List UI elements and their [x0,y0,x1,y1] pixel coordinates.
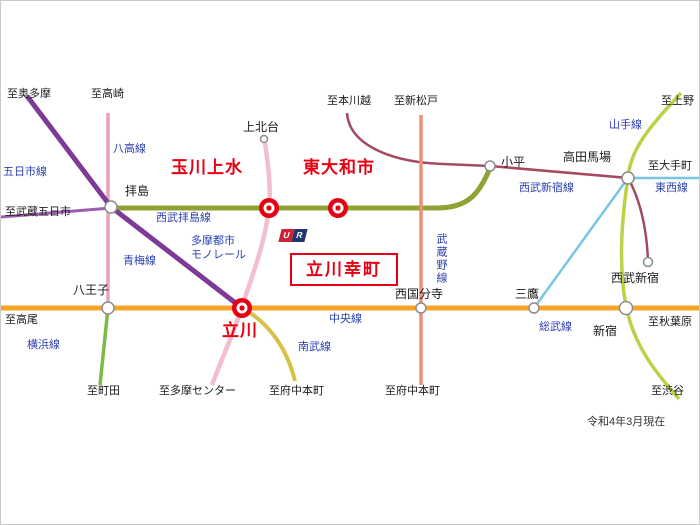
line-label-tozai: 東西線 [655,182,688,194]
tamagawajosui-station-marker [259,198,279,218]
nishikokubunji-station-marker [415,302,427,314]
line-label-sobu: 総武線 [539,321,572,333]
kamikitadai-station-marker [259,134,269,144]
major-station-tachikawa: 立川 [222,321,258,340]
shinjuku-station-marker [618,300,634,316]
dest-takasaki: 至高崎 [91,88,124,100]
line-label-chuo: 中央線 [329,313,362,325]
station-label-shinjuku: 新宿 [593,324,618,338]
line-label-hachiko: 八高線 [113,143,146,155]
takadanobaba-station-marker [621,171,635,185]
higashiyamatoshi-station-marker [328,198,348,218]
tozai-line [532,176,699,309]
mitaka-station-marker [528,302,540,314]
tachikawa-station-marker [232,298,252,318]
line-label-monorail-1: 多摩都市 [191,235,235,247]
major-station-higashiyamatoshi: 東大和市 [303,158,375,177]
dest-shibuya: 至渋谷 [651,385,684,397]
nambu-line [241,306,297,382]
station-label-kamikitadai: 上北台 [243,120,280,134]
ome-line [25,94,244,310]
kodaira-station-marker [484,160,496,172]
station-label-hachioji: 八王子 [73,283,110,297]
dest-tama-center: 至多摩センター [159,385,236,397]
dest-akihabara: 至秋葉原 [648,316,692,328]
line-label-nambu: 南武線 [298,341,331,353]
haijima-station-marker [104,200,118,214]
line-label-seibu-haijima: 西武拝島線 [156,212,211,224]
line-label-ome: 青梅線 [123,255,156,267]
line-label-yokohama: 横浜線 [27,339,60,351]
itsukaichi-line [1,206,112,219]
station-label-seibu-shinjuku: 西武新宿 [611,271,660,285]
line-label-seibu-shinjuku: 西武新宿線 [519,182,574,194]
ur-logo: U R [278,229,308,242]
station-label-kodaira: 小平 [501,155,526,169]
hachioji-station-marker [101,301,115,315]
dest-fuchu-hommachi-musashino: 至府中本町 [385,385,440,397]
station-label-haijima: 拝島 [125,184,150,198]
station-label-takadanobaba: 高田馬場 [563,150,612,164]
tama-monorail-line [209,136,273,386]
line-label-musashino: 武蔵野線 [435,233,447,285]
major-station-tamagawajosui: 玉川上水 [171,158,243,177]
dest-honkawagoe: 至本川越 [327,95,371,107]
dest-okutama: 至奥多摩 [7,88,51,100]
line-label-monorail-2: モノレール [191,249,246,261]
dest-otemachi: 至大手町 [648,160,692,172]
dest-fuchu-hommachi-nambu: 至府中本町 [269,385,324,397]
dest-machida: 至町田 [87,385,120,397]
seibu-haijima-line [111,167,493,211]
seibu-shinjuku-station-marker [642,256,654,268]
dest-shinmatsudo: 至新松戸 [394,95,438,107]
tamagawajosui-marker-core [266,205,272,211]
dest-musashi-itsukaichi: 至武蔵五日市 [5,206,71,218]
as-of-date-note: 令和4年3月現在 [587,416,666,428]
yamanote-line [619,91,683,401]
higashiyamatoshi-marker-core [335,205,341,211]
yokohama-line [98,307,110,386]
station-label-nishikokubunji: 西国分寺 [395,287,444,301]
line-label-itsukaichi: 五日市線 [3,166,47,178]
station-label-mitaka: 三鷹 [515,287,540,301]
tachikawa-marker-core [239,305,245,311]
line-label-yamanote: 山手線 [609,119,642,131]
dest-ueno: 至上野 [661,95,694,107]
seibu-shinjuku-line [345,112,650,263]
property-callout-tachikawa-saiwaicho: 立川幸町 [290,253,398,286]
dest-takao: 至高尾 [5,314,38,326]
